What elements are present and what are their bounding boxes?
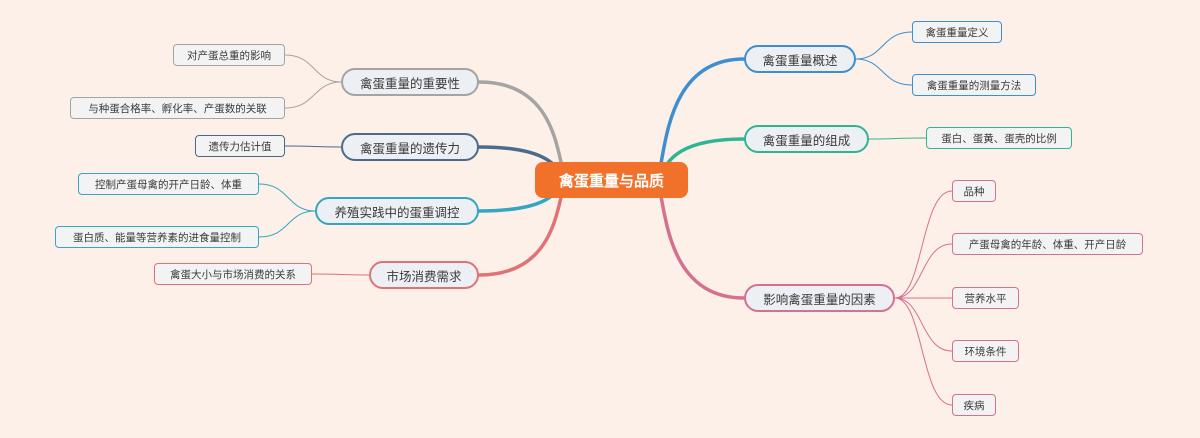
- subtopic-heritability-estimate[interactable]: 遗传力估计值: [195, 135, 285, 157]
- subtopic-environment[interactable]: 环境条件: [952, 340, 1019, 362]
- subtopic-ratio[interactable]: 蛋白、蛋黄、蛋壳的比例: [926, 127, 1072, 149]
- topic-importance[interactable]: 禽蛋重量的重要性: [341, 68, 479, 96]
- child-link-market-0: [311, 273, 370, 276]
- subtopic-breed[interactable]: 品种: [952, 180, 996, 202]
- child-link-control-0: [258, 183, 316, 212]
- subtopic-disease[interactable]: 疾病: [952, 394, 996, 416]
- root-topic[interactable]: 禽蛋重量与品质: [535, 162, 688, 198]
- subtopic-definition[interactable]: 禽蛋重量定义: [912, 21, 1002, 43]
- child-link-factors-1: [894, 243, 953, 299]
- child-link-heritability-0: [284, 145, 342, 148]
- topic-factors[interactable]: 影响禽蛋重量的因素: [744, 284, 895, 312]
- child-link-composition-0: [868, 137, 927, 140]
- child-link-importance-1: [284, 81, 342, 109]
- subtopic-total-egg-mass[interactable]: 对产蛋总重的影响: [173, 44, 285, 66]
- child-link-overview-0: [855, 31, 913, 60]
- child-link-factors-0: [894, 190, 953, 299]
- subtopic-hen-age-weight[interactable]: 产蛋母禽的年龄、体重、开产日龄: [952, 233, 1143, 255]
- subtopic-maturity-control[interactable]: 控制产蛋母禽的开产日龄、体重: [78, 173, 259, 195]
- subtopic-feed-intake-control[interactable]: 蛋白质、能量等营养素的进食量控制: [55, 226, 259, 248]
- child-link-overview-1: [855, 58, 913, 86]
- child-link-importance-0: [284, 54, 342, 83]
- topic-composition[interactable]: 禽蛋重量的组成: [744, 125, 869, 153]
- child-link-factors-4: [894, 297, 953, 406]
- child-link-factors-3: [894, 297, 953, 352]
- topic-market-demand[interactable]: 市场消费需求: [369, 261, 479, 289]
- subtopic-measurement[interactable]: 禽蛋重量的测量方法: [912, 74, 1036, 96]
- subtopic-nutrition-level[interactable]: 营养水平: [952, 287, 1019, 309]
- subtopic-hatch-rate[interactable]: 与种蛋合格率、孵化率、产蛋数的关联: [70, 97, 285, 119]
- topic-egg-weight-control[interactable]: 养殖实践中的蛋重调控: [315, 197, 479, 225]
- child-link-control-1: [258, 210, 316, 238]
- topic-overview[interactable]: 禽蛋重量概述: [744, 45, 856, 73]
- subtopic-size-consumption[interactable]: 禽蛋大小与市场消费的关系: [154, 263, 312, 285]
- topic-heritability[interactable]: 禽蛋重量的遗传力: [341, 133, 479, 161]
